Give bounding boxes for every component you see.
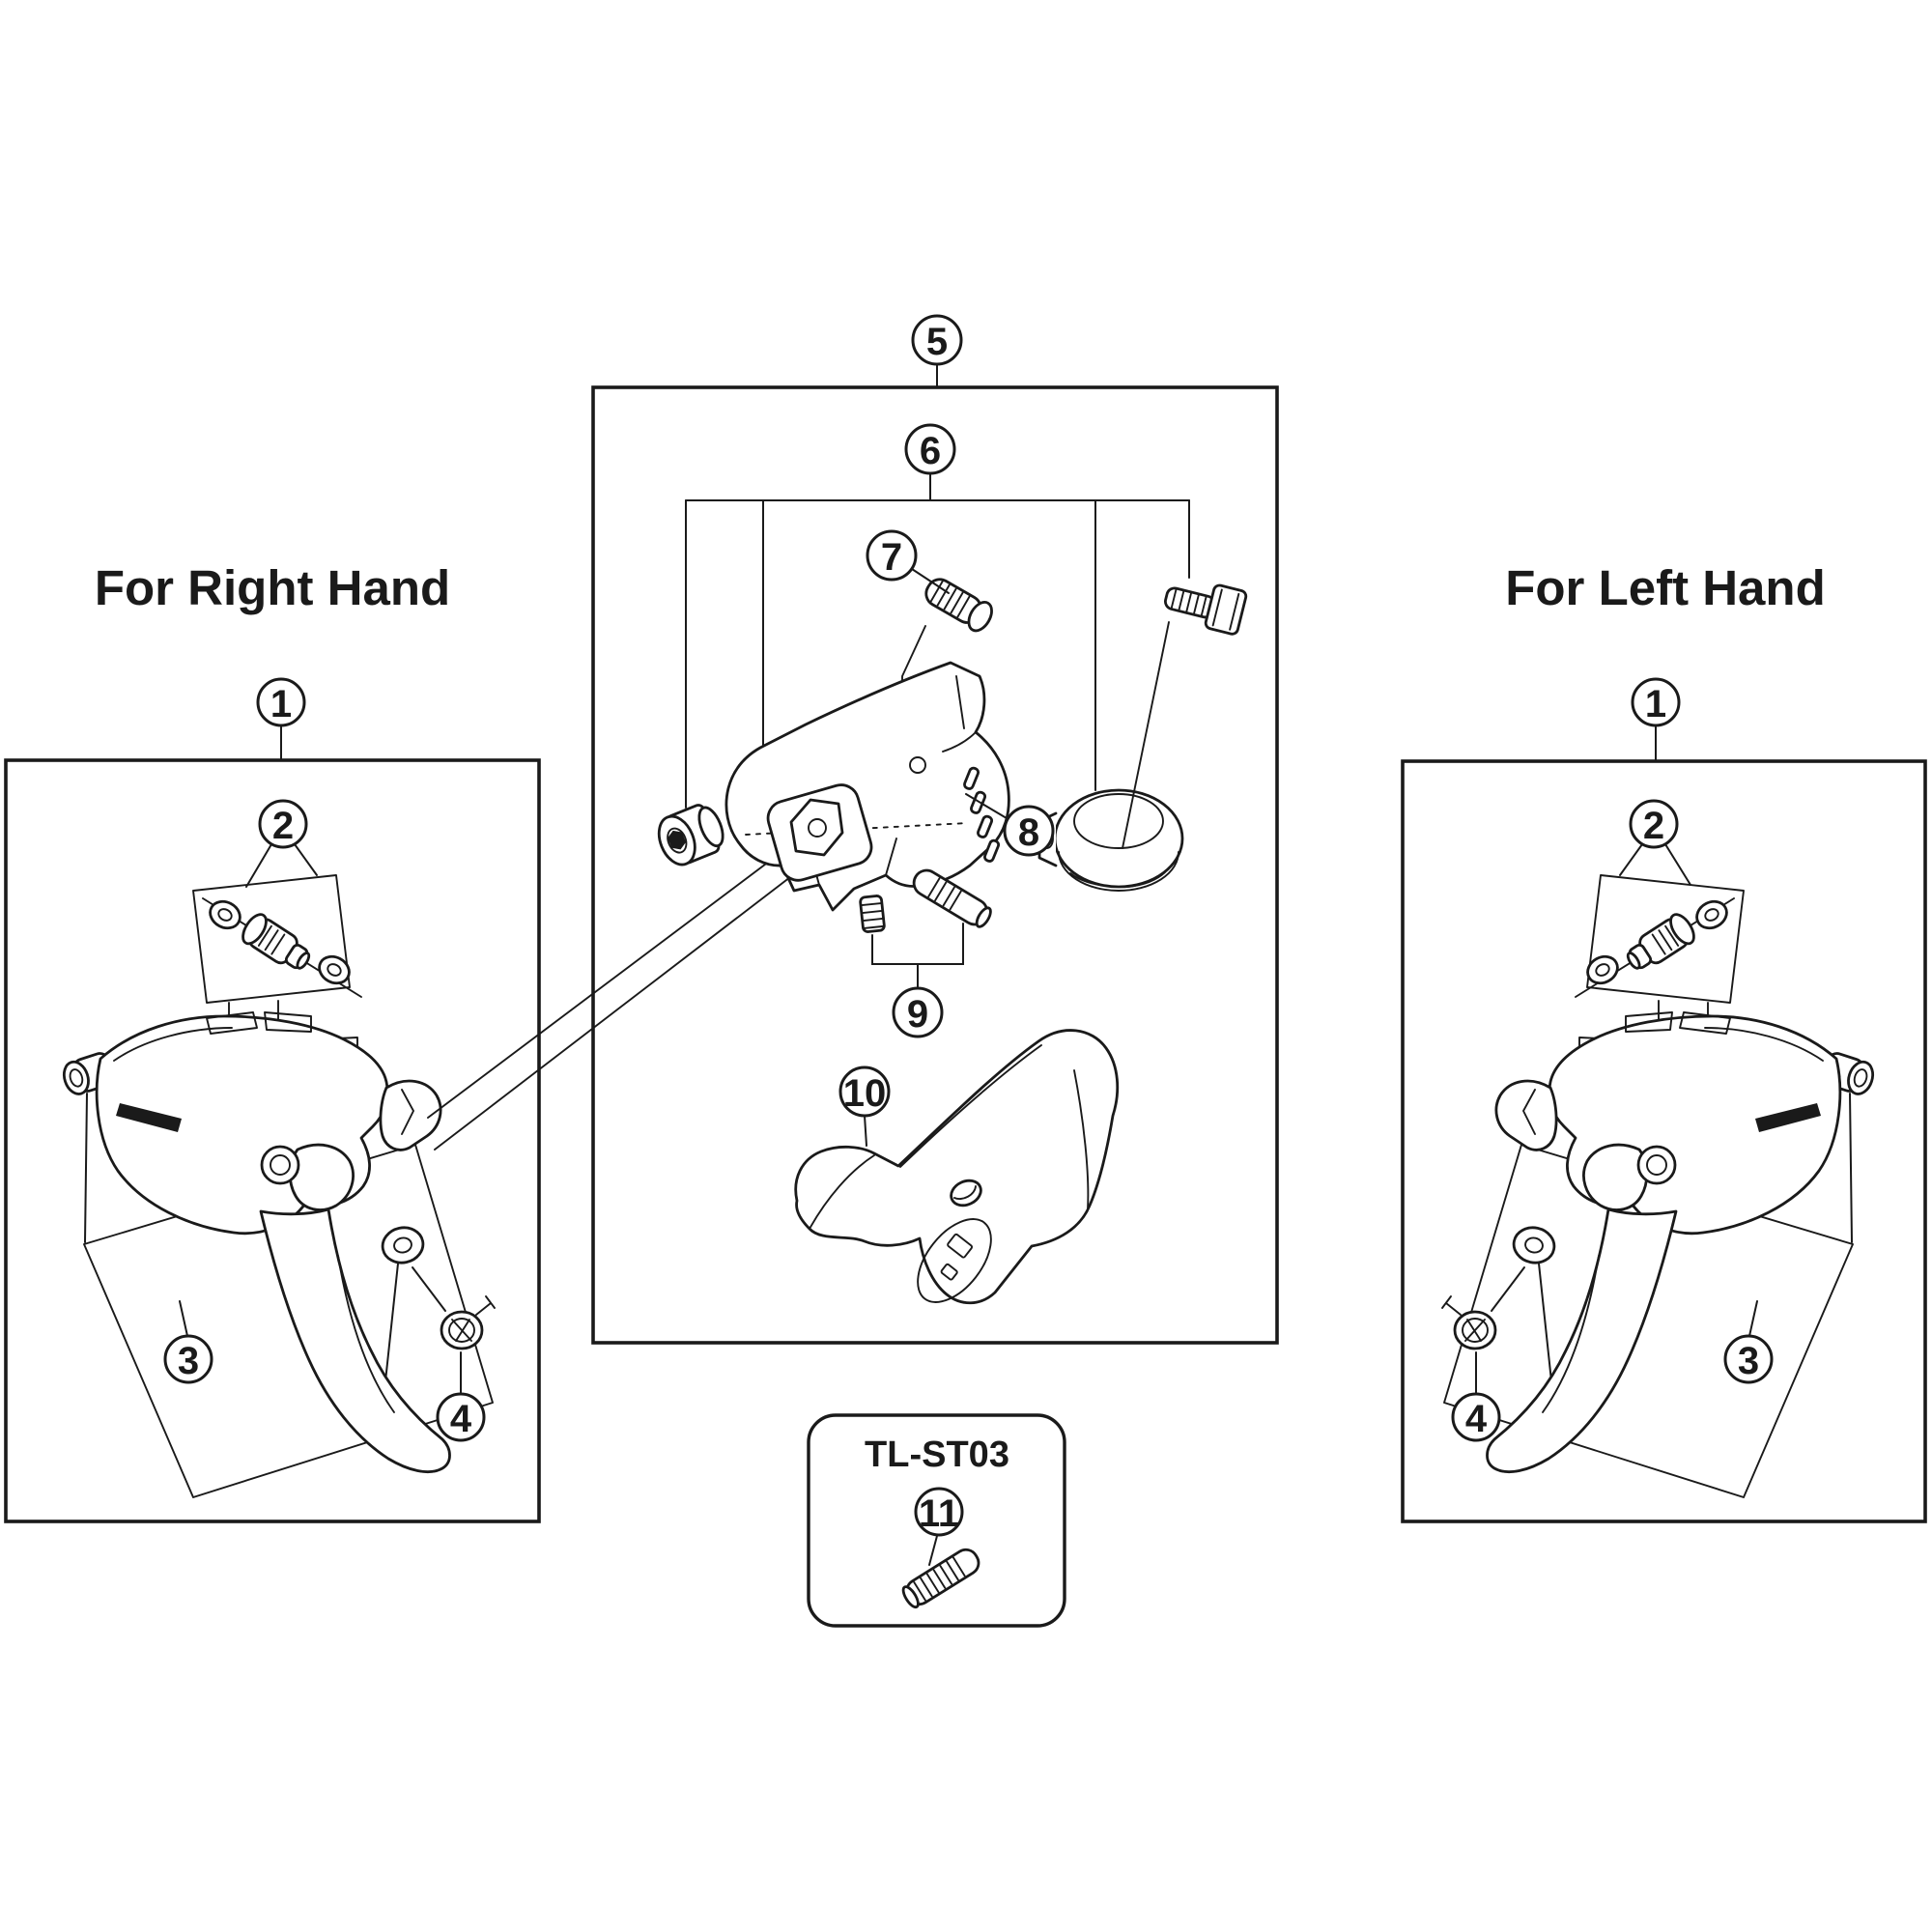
shift-paddle xyxy=(288,1143,355,1211)
group9-bracket-line xyxy=(871,923,964,965)
callout-right-3-leader xyxy=(1748,1300,1758,1337)
tool-box-label: TL-ST03 xyxy=(865,1435,1009,1475)
cable-fixing-pin xyxy=(912,868,992,928)
tool-box xyxy=(807,1413,1066,1628)
callout-6: 6 xyxy=(904,423,956,475)
callout-right-2-leader xyxy=(1619,843,1691,886)
adjuster-barrel xyxy=(242,913,311,970)
blade-contour xyxy=(337,1255,395,1413)
body-top-tabs xyxy=(206,1011,312,1035)
pivot-grommet xyxy=(381,1226,425,1264)
callout-8-leader xyxy=(965,793,1008,819)
callout-8: 8 xyxy=(1003,805,1055,857)
callout-left-2: 2 xyxy=(258,799,308,849)
adjuster-panel xyxy=(192,874,351,1004)
svg-text:4: 4 xyxy=(1465,1398,1488,1440)
svg-text:1: 1 xyxy=(1645,683,1666,725)
callout-right-3: 3 xyxy=(1723,1334,1774,1384)
svg-text:6: 6 xyxy=(920,430,941,472)
tool-pin xyxy=(901,1548,980,1609)
cable-set-screw xyxy=(859,895,886,933)
logo-stripe xyxy=(116,1103,182,1132)
callout-left-3-leader xyxy=(179,1300,188,1337)
svg-text:3: 3 xyxy=(1738,1340,1759,1382)
svg-text:8: 8 xyxy=(1018,811,1039,854)
mount-hook-notch xyxy=(401,1089,414,1135)
callout-7-leader xyxy=(911,568,950,594)
callout-11: 11 xyxy=(914,1487,964,1537)
clamp-screw xyxy=(1164,583,1248,636)
svg-text:4: 4 xyxy=(450,1398,472,1440)
spring-leader xyxy=(412,1266,446,1312)
bracket-body xyxy=(724,661,1010,912)
left-hand-label: For Left Hand xyxy=(1505,560,1825,615)
svg-text:2: 2 xyxy=(272,805,294,847)
clamp-cap xyxy=(657,804,724,867)
callout-10-leader xyxy=(864,1115,867,1147)
callout-left-1: 1 xyxy=(256,677,306,727)
brake-lever-blade xyxy=(259,1208,451,1473)
callout-right-1: 1 xyxy=(1631,677,1681,727)
bushing-leader xyxy=(84,1093,88,1243)
svg-text:1: 1 xyxy=(270,683,292,725)
callout-left-4: 4 xyxy=(436,1392,486,1442)
adjuster-ring-a xyxy=(209,899,242,930)
lever-body-contour xyxy=(113,1027,233,1062)
callout-right-4: 4 xyxy=(1451,1392,1501,1442)
right-hand-lever-assembly xyxy=(62,874,496,1498)
callout-10: 10 xyxy=(838,1065,891,1118)
callout-11-leader xyxy=(928,1535,938,1566)
svg-text:3: 3 xyxy=(178,1340,199,1382)
bracket-assembly-box xyxy=(591,385,1279,1345)
right-hand-label: For Right Hand xyxy=(95,560,450,615)
callout-right-2: 2 xyxy=(1629,799,1679,849)
callout-5: 5 xyxy=(911,314,963,366)
return-spring xyxy=(440,1295,496,1350)
callout-9: 9 xyxy=(892,986,944,1038)
pivot-hole xyxy=(270,1154,291,1176)
callout-left-3: 3 xyxy=(163,1334,213,1384)
adjuster-ring-b xyxy=(318,954,351,985)
bracket-cover-hood xyxy=(794,1029,1120,1305)
svg-text:11: 11 xyxy=(919,1492,959,1535)
callout-left-2-leader xyxy=(245,843,318,888)
clamp-screw-leader xyxy=(1122,621,1170,849)
svg-text:10: 10 xyxy=(843,1072,887,1115)
cable-line-b xyxy=(434,832,849,1151)
svg-text:7: 7 xyxy=(881,536,902,579)
svg-text:9: 9 xyxy=(907,993,928,1036)
clamp-band xyxy=(1037,788,1184,892)
callout-7: 7 xyxy=(866,529,918,582)
pivot-boss xyxy=(260,1145,300,1185)
left-hand-lever-assembly xyxy=(1440,873,1879,1499)
nameplate-screw xyxy=(924,578,993,633)
svg-text:5: 5 xyxy=(926,321,948,363)
svg-text:2: 2 xyxy=(1643,805,1664,847)
right-hand-lever-box xyxy=(4,758,541,1523)
left-hand-lever-box xyxy=(1401,759,1927,1523)
